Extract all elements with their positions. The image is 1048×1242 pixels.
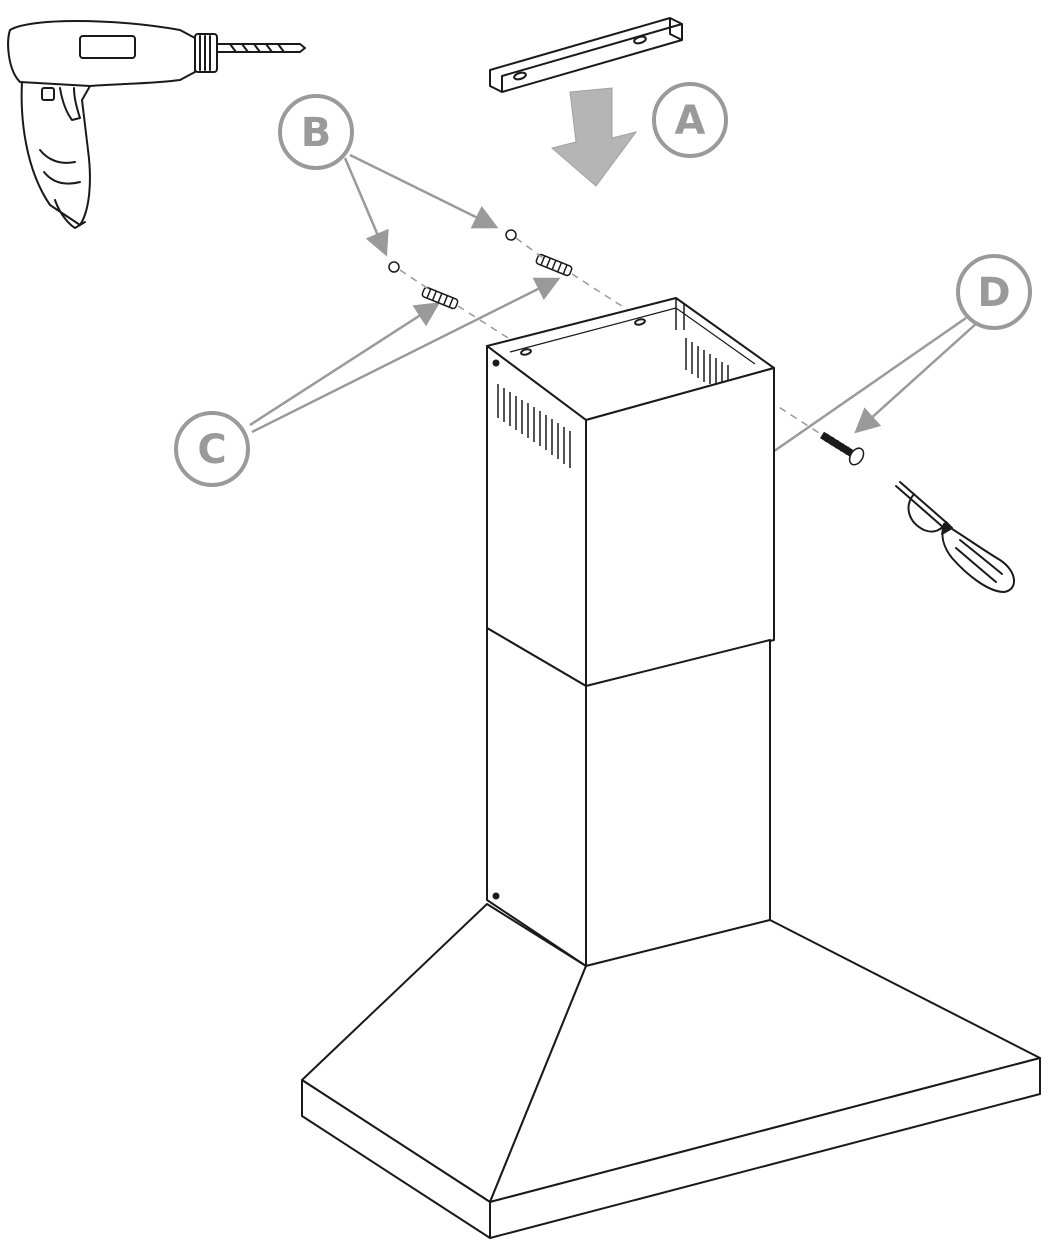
upper-chimney-vents [497, 384, 571, 468]
hood-canopy [301, 903, 1041, 1239]
callout-b: B [278, 94, 354, 170]
drill-holes [388, 229, 517, 273]
callout-d: D [956, 254, 1032, 330]
leader-lines [249, 153, 979, 475]
callout-c-label: C [197, 427, 226, 473]
callout-c: C [174, 411, 250, 487]
leader-c-plug-2 [251, 277, 561, 434]
screw-right [820, 431, 865, 466]
alignment-lines [399, 237, 831, 471]
leader-d-screw-2 [854, 321, 979, 434]
lower-chimney [486, 627, 771, 967]
callout-b-label: B [301, 110, 332, 156]
leader-b-hole-1 [343, 157, 389, 257]
screwdriver-icon [895, 481, 1015, 593]
callout-a-label: A [675, 98, 706, 144]
wall-plug-left [421, 286, 459, 310]
power-drill-icon [7, 20, 306, 229]
callout-d-label: D [977, 270, 1010, 316]
leader-d-screw-1 [739, 316, 967, 475]
down-arrow-icon [550, 87, 638, 187]
drill-hole-left [388, 261, 400, 273]
leader-c-plug-1 [249, 302, 441, 427]
wall-plugs [421, 253, 573, 310]
drill-hole-right [505, 229, 517, 241]
callout-a: A [652, 82, 728, 158]
wall-bracket [489, 17, 683, 93]
upper-chimney [486, 297, 775, 687]
wall-plug-right [535, 253, 573, 277]
leader-b-hole-2 [349, 153, 499, 229]
